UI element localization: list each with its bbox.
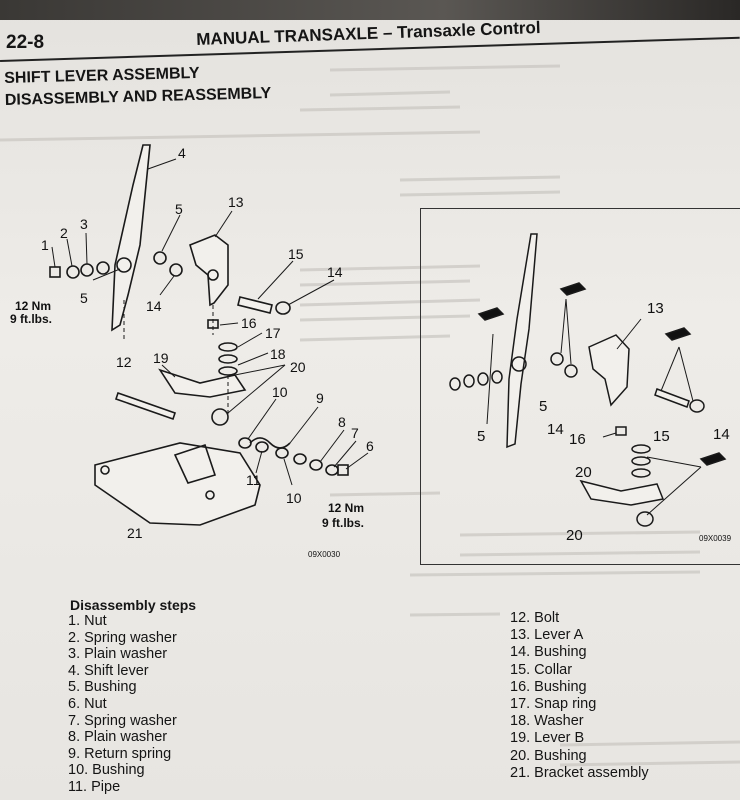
inset-callout: 20 (575, 464, 592, 481)
step-item: 11. Pipe (68, 778, 121, 795)
callout: 8 (338, 414, 346, 430)
callout: 12 (116, 354, 132, 370)
callout: 14 (327, 264, 343, 280)
callout: 5 (175, 201, 183, 217)
step-item: 3. Plain washer (68, 646, 168, 663)
callout: 6 (366, 438, 374, 454)
callout: 16 (241, 315, 257, 331)
callout: 4 (178, 145, 186, 161)
step-item: 9. Return spring (68, 745, 172, 762)
lever-a (189, 234, 229, 307)
step-item: 5. Bushing (68, 679, 137, 696)
step-item: 21. Bracket assembly (510, 764, 649, 781)
steps-list-left: 1. Nut 2. Spring washer 3. Plain washer … (68, 613, 177, 796)
inset-callout: 5 (477, 428, 485, 445)
callout: 5 (80, 290, 88, 306)
step-item: 10. Bushing (68, 762, 145, 779)
shift-lever (111, 144, 151, 332)
step-item: 13. Lever A (510, 627, 584, 644)
inset-callout: 13 (647, 300, 664, 317)
inset-callout: 14 (713, 426, 730, 443)
inset-callout: 20 (566, 527, 583, 544)
inset-callout: 15 (653, 428, 670, 445)
callout: 3 (80, 216, 88, 232)
callout: 13 (228, 194, 244, 210)
step-item: 14. Bushing (510, 644, 587, 661)
steps-list-right: 12. Bolt 13. Lever A 14. Bushing 15. Col… (510, 610, 649, 782)
torque-spec: 9 ft.lbs. (10, 312, 52, 326)
callout: 9 (316, 390, 324, 406)
callout: 11 (246, 472, 261, 488)
callout: 15 (288, 246, 304, 262)
inset-diagram: 13 5 5 14 16 15 14 20 20 09X0039 (420, 208, 740, 565)
step-item: 19. Lever B (510, 730, 585, 747)
step-item: 20. Bushing (510, 747, 587, 764)
step-item: 8. Plain washer (68, 729, 168, 746)
step-item: 12. Bolt (510, 610, 560, 626)
steps-title: Disassembly steps (70, 597, 197, 613)
callout: 14 (146, 298, 162, 314)
torque-spec: 9 ft.lbs. (322, 516, 364, 530)
inset-callout: 5 (539, 398, 547, 415)
callout: 17 (265, 325, 281, 341)
inset-callout: 14 (547, 421, 564, 438)
step-item: 2. Spring washer (68, 629, 177, 646)
torque-spec: 12 Nm (328, 501, 364, 515)
figure-code: 09X0030 (308, 550, 341, 559)
step-item: 7. Spring washer (68, 712, 177, 729)
callout: 18 (270, 346, 286, 362)
inset-callout: 16 (569, 431, 586, 448)
page-top-shadow (0, 0, 740, 20)
callout: 21 (127, 525, 143, 541)
step-item: 1. Nut (68, 613, 107, 629)
callout: 7 (351, 425, 359, 441)
callout: 2 (60, 225, 68, 241)
step-item: 16. Bushing (510, 678, 587, 695)
inset-figure-code: 09X0039 (699, 534, 732, 543)
torque-spec: 12 Nm (15, 299, 51, 313)
callout: 20 (290, 359, 306, 375)
step-item: 6. Nut (68, 695, 107, 712)
exploded-diagram: 1 2 3 4 5 5 13 15 14 14 16 17 18 12 19 2… (10, 144, 374, 559)
step-item: 15. Collar (510, 661, 573, 678)
step-item: 18. Washer (510, 713, 584, 730)
callout: 10 (286, 490, 302, 506)
step-item: 17. Snap ring (510, 696, 597, 713)
callout: 19 (153, 350, 169, 366)
step-item: 4. Shift lever (68, 662, 149, 679)
page-number: 22-8 (6, 32, 45, 53)
callout: 1 (41, 237, 49, 253)
callout: 10 (272, 384, 288, 400)
lever-b (158, 368, 247, 398)
bracket-assembly (94, 442, 261, 526)
